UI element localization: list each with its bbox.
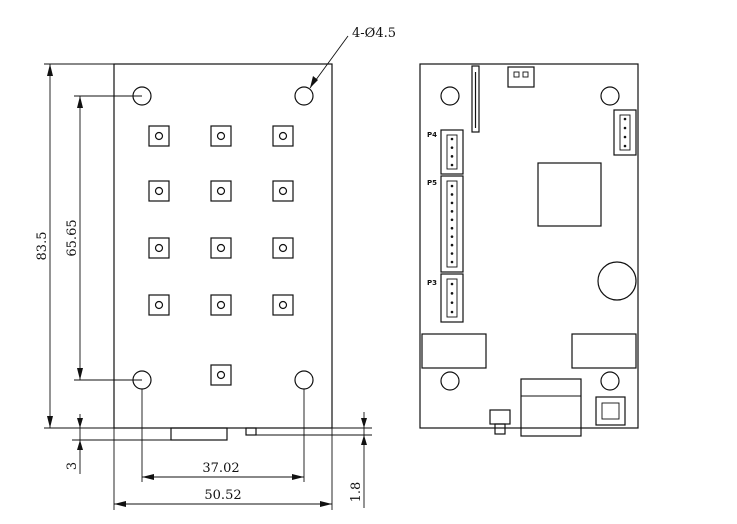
p5-pins-1 <box>450 184 454 188</box>
p4-pins-1 <box>450 137 454 141</box>
key-dot-11 <box>216 300 226 310</box>
back-hole-bottom-right <box>600 371 620 391</box>
key-8 <box>210 237 232 259</box>
key-dot-9 <box>278 243 288 253</box>
dim-hole-spec: 4-Ø4.5 <box>352 26 396 41</box>
label-p4: P4 <box>427 131 437 139</box>
dim-width-total: 50.52 <box>204 488 241 503</box>
p4-pins-2 <box>450 146 454 149</box>
key-dot-8 <box>216 243 226 253</box>
side-pins-3 <box>623 135 627 139</box>
key-dot-6 <box>278 186 288 196</box>
dim-thickness-right: 1.8 <box>349 482 364 503</box>
label-p5: P5 <box>427 179 437 187</box>
key-dot-4 <box>154 186 164 196</box>
p5-pins-2 <box>450 193 454 196</box>
bottom-tab <box>245 427 257 436</box>
p5-pins-10 <box>450 260 454 264</box>
key-11 <box>210 294 232 316</box>
keypad-grid <box>148 125 294 386</box>
key-6 <box>272 180 294 202</box>
p4-pins-4 <box>450 163 454 167</box>
p4-pins-3 <box>450 155 454 158</box>
key-4 <box>148 180 170 202</box>
key-dot-13 <box>216 370 226 380</box>
key-13 <box>210 364 232 386</box>
header-p5 <box>440 175 464 273</box>
p3-pins-2 <box>450 292 454 295</box>
bottom-connector <box>170 427 228 441</box>
p5-pins-6 <box>450 226 454 230</box>
back-hole-top-right <box>600 86 620 106</box>
mounting-hole-bottom-right <box>294 370 314 390</box>
label-p3: P3 <box>427 279 437 287</box>
key-2 <box>210 125 232 147</box>
key-dot-10 <box>154 300 164 310</box>
key-dot-3 <box>278 131 288 141</box>
small-switch <box>489 409 511 425</box>
dim-thickness-left: 3 <box>65 462 80 470</box>
vertical-strip <box>471 65 480 133</box>
buzzer <box>597 261 637 301</box>
dim-height-total: 83.5 <box>35 232 50 261</box>
p3-pins-3 <box>450 301 454 304</box>
key-5 <box>210 180 232 202</box>
key-3 <box>272 125 294 147</box>
pad-right <box>571 333 637 369</box>
p3-pins-1 <box>450 282 454 286</box>
p5-pins-9 <box>450 252 454 255</box>
mounting-hole-top-right <box>294 86 314 106</box>
jack-connector <box>520 378 582 437</box>
header-p4 <box>440 129 464 175</box>
key-dot-2 <box>216 131 226 141</box>
ic-chip <box>537 162 602 227</box>
front-board-outline <box>113 63 333 429</box>
key-1 <box>148 125 170 147</box>
back-hole-bottom-left <box>440 371 460 391</box>
key-dot-12 <box>278 300 288 310</box>
dim-width-holes: 37.02 <box>202 461 239 476</box>
key-7 <box>148 237 170 259</box>
back-hole-top-left <box>440 86 460 106</box>
dim-height-holes: 65.65 <box>65 219 80 256</box>
key-dot-5 <box>216 186 226 196</box>
key-dot-7 <box>154 243 164 253</box>
side-pins-2 <box>623 126 627 130</box>
top-connector <box>507 66 535 88</box>
push-button <box>595 396 626 426</box>
back-board-outline <box>419 63 639 429</box>
key-9 <box>272 237 294 259</box>
front-view <box>113 63 333 441</box>
side-header <box>613 109 637 156</box>
back-view: P4 P5 P3 <box>419 63 639 437</box>
p3-pins-4 <box>450 310 454 314</box>
header-p3 <box>440 273 464 323</box>
pad-left <box>421 333 487 369</box>
p5-pins-5 <box>450 218 454 222</box>
p5-pins-3 <box>450 201 454 205</box>
key-10 <box>148 294 170 316</box>
key-dot-1 <box>154 131 164 141</box>
p5-pins-4 <box>450 210 454 213</box>
side-pins-1 <box>623 117 627 121</box>
dimension-lines: 83.5 65.65 3 37.02 50.52 <box>35 26 396 510</box>
p5-pins-8 <box>450 243 454 247</box>
p5-pins-7 <box>450 235 454 238</box>
side-pins-4 <box>623 144 627 148</box>
key-12 <box>272 294 294 316</box>
